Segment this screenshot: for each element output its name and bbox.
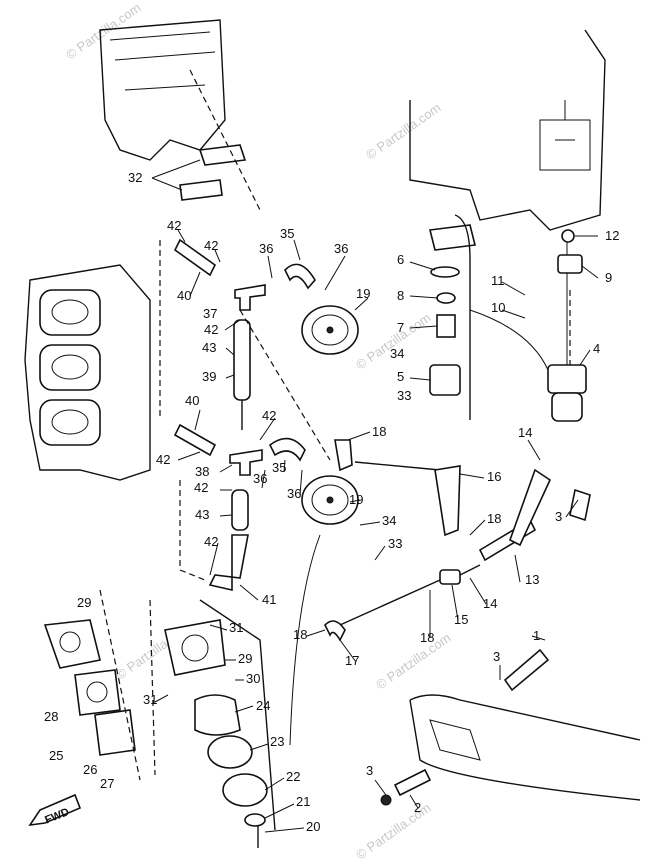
watermark: © Partzilla.com xyxy=(373,630,453,693)
callout-label: 28 xyxy=(44,709,58,724)
hoses-right xyxy=(324,439,591,692)
callout-label: 31 xyxy=(229,620,243,635)
watermark: © Partzilla.com xyxy=(63,0,143,62)
callout-label: 18 xyxy=(420,630,434,645)
callout-label: 11 xyxy=(491,273,505,288)
tee-fittings xyxy=(229,284,266,476)
callout-label: 25 xyxy=(49,748,63,763)
inline-joint-components xyxy=(339,564,481,806)
callout-label: 6 xyxy=(397,252,404,267)
callout-label: 42 xyxy=(194,480,208,495)
callout-label: 33 xyxy=(397,388,411,403)
fuel-pump-upper xyxy=(301,305,359,355)
callout-label: 8 xyxy=(397,288,404,303)
callout-label: 23 xyxy=(270,734,284,749)
lower-cowl xyxy=(409,694,641,801)
dashed-leaders xyxy=(99,240,571,781)
callout-label: 41 xyxy=(262,592,276,607)
callout-label: 40 xyxy=(185,393,199,408)
callout-label: 42 xyxy=(204,534,218,549)
callout-label: 43 xyxy=(202,340,216,355)
callout-label: 10 xyxy=(491,300,505,315)
callout-label: 37 xyxy=(203,306,217,321)
forward-arrow-icon: FWD xyxy=(28,793,82,827)
callout-label: 35 xyxy=(272,460,286,475)
callout-label: 30 xyxy=(246,671,260,686)
callout-label: 39 xyxy=(202,369,216,384)
cylinder-block xyxy=(24,264,151,481)
callout-label: 36 xyxy=(287,486,301,501)
gasket-32 xyxy=(179,69,261,211)
callout-label: 26 xyxy=(83,762,97,777)
callout-label: 42 xyxy=(156,452,170,467)
engine-powerhead-right xyxy=(409,29,606,231)
callout-label: 16 xyxy=(487,469,501,484)
callout-label: 42 xyxy=(204,322,218,337)
hoses-left xyxy=(173,238,316,592)
callout-label: 31 xyxy=(143,692,157,707)
callout-label: 43 xyxy=(195,507,209,522)
callout-label: 3 xyxy=(366,763,373,778)
pump-body-lower xyxy=(43,599,276,848)
fuel-filter-assembly xyxy=(429,214,476,420)
callout-labels: 32 42 42 40 36 35 36 37 42 43 39 19 6 8 … xyxy=(44,170,619,834)
callout-label: 42 xyxy=(167,218,181,233)
watermark: © Partzilla.com xyxy=(353,310,433,373)
callout-label: 1 xyxy=(533,628,540,643)
watermark: © Partzilla.com xyxy=(353,800,433,863)
callout-label: 36 xyxy=(334,241,348,256)
engine-cover-top xyxy=(99,19,226,161)
callout-label: 42 xyxy=(262,408,276,423)
callout-label: 32 xyxy=(128,170,142,185)
callout-label: 40 xyxy=(177,288,191,303)
callout-label: 33 xyxy=(388,536,402,551)
callout-label: 36 xyxy=(253,471,267,486)
callout-label: 18 xyxy=(487,511,501,526)
watermark: © Partzilla.com xyxy=(363,100,443,163)
callout-label: 19 xyxy=(349,492,363,507)
callout-label: 4 xyxy=(593,341,600,356)
callout-label: 24 xyxy=(256,698,270,713)
callout-label: 42 xyxy=(204,238,218,253)
callout-label: 3 xyxy=(493,649,500,664)
callout-label: 29 xyxy=(77,595,91,610)
leader-lines xyxy=(151,159,599,833)
main-fuel-filter xyxy=(547,229,587,422)
callout-label: 12 xyxy=(605,228,619,243)
callout-label: 22 xyxy=(286,769,300,784)
callout-label: 9 xyxy=(605,270,612,285)
callout-label: 5 xyxy=(397,369,404,384)
callout-label: 14 xyxy=(483,596,497,611)
callout-label: 36 xyxy=(259,241,273,256)
callout-label: 7 xyxy=(397,320,404,335)
callout-label: 17 xyxy=(345,653,359,668)
callout-label: 14 xyxy=(518,425,532,440)
callout-label: 27 xyxy=(100,776,114,791)
callout-label: 18 xyxy=(372,424,386,439)
callout-label: 21 xyxy=(296,794,310,809)
callout-label: 38 xyxy=(195,464,209,479)
callout-label: 19 xyxy=(356,286,370,301)
callout-label: 20 xyxy=(306,819,320,834)
callout-label: 34 xyxy=(382,513,396,528)
callout-label: 34 xyxy=(390,346,404,361)
callout-label: 18 xyxy=(293,627,307,642)
callout-label: 29 xyxy=(238,651,252,666)
callout-label: 13 xyxy=(525,572,539,587)
callout-label: 15 xyxy=(454,612,468,627)
callout-label: 3 xyxy=(555,509,562,524)
callout-label: 35 xyxy=(280,226,294,241)
